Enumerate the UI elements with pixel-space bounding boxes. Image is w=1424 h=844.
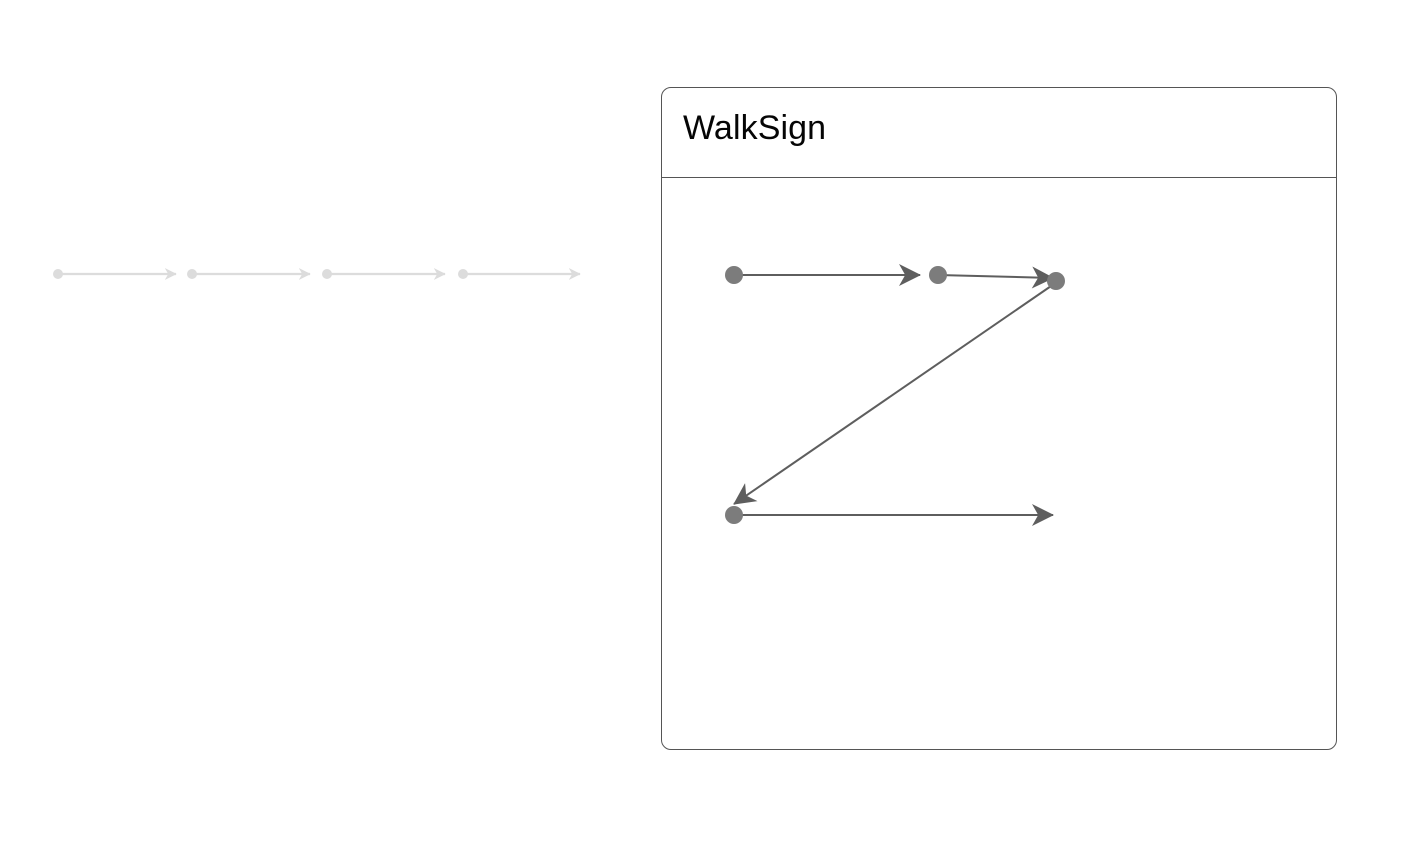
graph-node[interactable] <box>725 506 743 524</box>
graph-node[interactable] <box>929 266 947 284</box>
main-edges <box>733 264 1055 526</box>
graph-node[interactable] <box>322 269 332 279</box>
panel-header: WalkSign <box>662 88 1336 178</box>
graph-node[interactable] <box>1047 272 1065 290</box>
graph-edge <box>937 266 1054 289</box>
graph-node[interactable] <box>53 269 63 279</box>
walksign-graph <box>725 264 1065 526</box>
background-nodes <box>53 269 468 279</box>
panel-body <box>662 178 1336 749</box>
graph-node[interactable] <box>458 269 468 279</box>
walksign-panel[interactable]: WalkSign <box>661 87 1337 750</box>
page-title: WalkSign <box>683 109 827 147</box>
main-nodes <box>725 266 1065 524</box>
graph-node[interactable] <box>725 266 743 284</box>
graph-node[interactable] <box>187 269 197 279</box>
graph-edge <box>733 283 1055 505</box>
